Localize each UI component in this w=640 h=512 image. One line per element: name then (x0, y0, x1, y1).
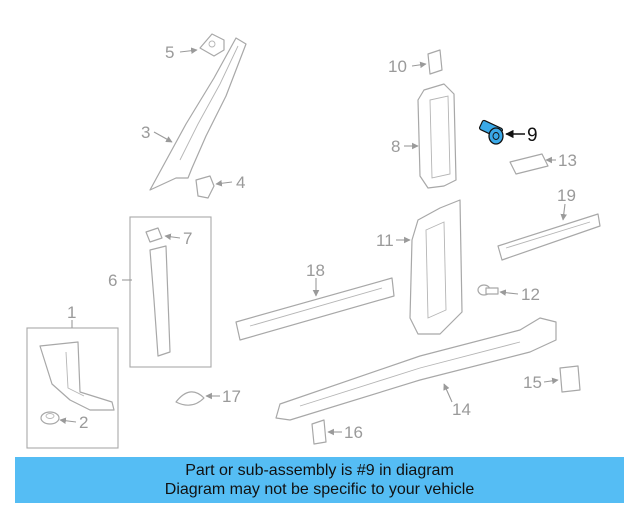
part-4-clip (195, 175, 215, 199)
callout-9-highlighted: 9 (527, 125, 538, 146)
banner-line-2: Diagram may not be specific to your vehi… (164, 481, 475, 498)
callout-5: 5 (165, 43, 174, 62)
callout-16: 16 (344, 423, 363, 442)
callout-18: 18 (306, 261, 325, 280)
part-11-pillar-lower (409, 199, 463, 335)
part-15-clip (559, 365, 581, 393)
callout-7: 7 (183, 229, 192, 248)
part-10-clip (427, 49, 443, 75)
part-3-pillar-trim (149, 37, 247, 191)
part-18-sill-strip (235, 277, 395, 341)
callout-17: 17 (222, 387, 241, 406)
part-13-cap (509, 153, 549, 175)
callout-15: 15 (523, 373, 542, 392)
callout-8: 8 (391, 137, 400, 156)
callout-6: 6 (108, 271, 117, 290)
group-box-6 (129, 216, 212, 368)
part-5-clip (199, 33, 225, 57)
info-banner: Part or sub-assembly is #9 in diagram Di… (15, 457, 624, 503)
callout-12: 12 (521, 285, 540, 304)
part-7-clip (145, 227, 163, 243)
callout-19: 19 (557, 186, 576, 205)
part-12-screw (477, 284, 499, 296)
callout-13: 13 (558, 151, 577, 170)
part-8-pillar-upper (417, 83, 457, 189)
callout-4: 4 (236, 173, 245, 192)
parts-diagram: 5 3 4 7 6 1 2 10 8 (26, 33, 601, 449)
callout-11: 11 (376, 231, 394, 250)
part-19-scuff-plate (497, 213, 601, 261)
callout-14: 14 (452, 400, 471, 419)
callout-1: 1 (67, 303, 76, 322)
part-16-clip (311, 419, 327, 445)
callout-2: 2 (79, 413, 88, 432)
banner-line-1: Part or sub-assembly is #9 in diagram (185, 462, 454, 479)
part-2-fastener (40, 411, 60, 425)
part-1-kick-panel (39, 341, 115, 411)
part-17-push-clip (175, 391, 205, 406)
callout-10: 10 (388, 57, 407, 76)
callout-3: 3 (141, 123, 150, 142)
part-9-bolt (478, 119, 504, 145)
part-14-sill-trim (275, 317, 557, 421)
part-6-trim-strip (149, 245, 171, 357)
